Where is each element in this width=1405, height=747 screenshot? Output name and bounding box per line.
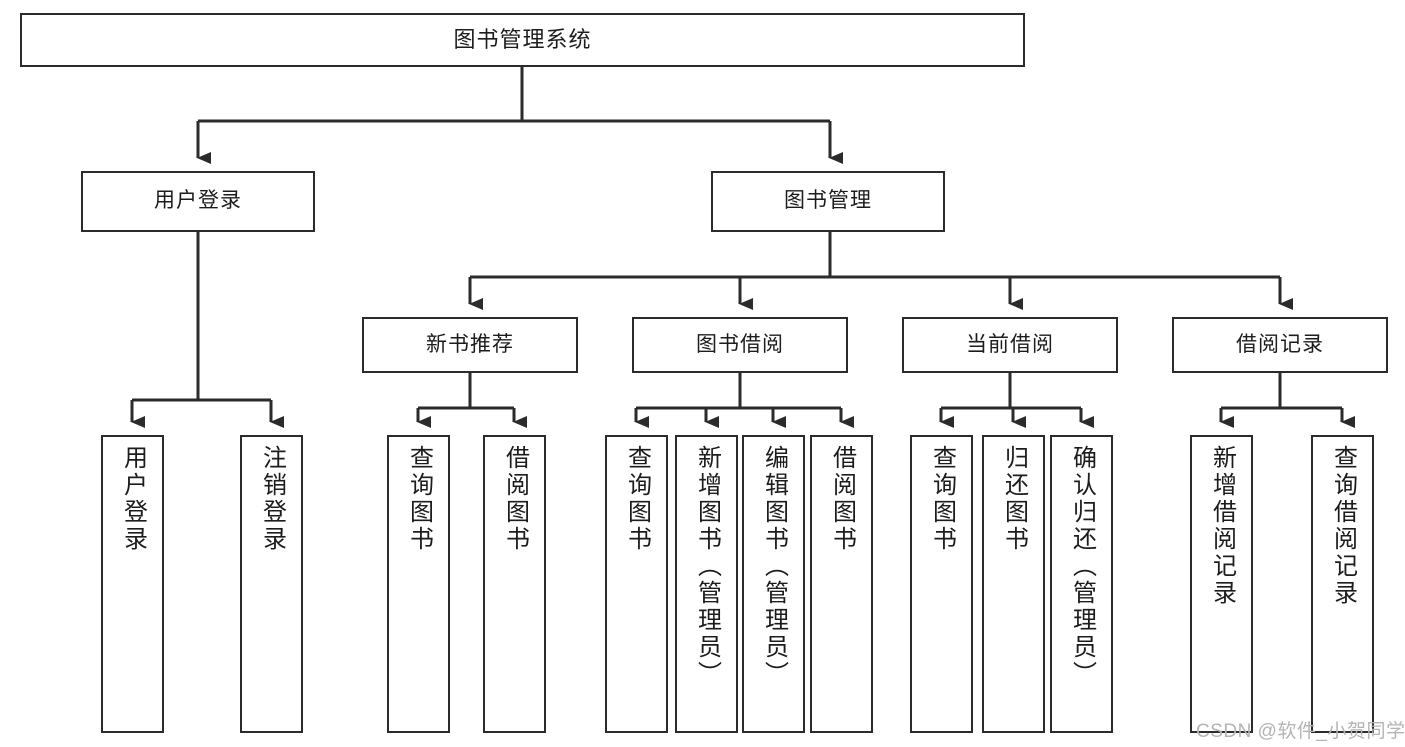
node-label: 归还图书: [1000, 445, 1028, 553]
node-label: 借阅图书: [828, 445, 856, 553]
node-label: 编辑图书（管理员）: [760, 445, 788, 688]
csdn-watermark: CSDN @软件_小贺同学: [1196, 721, 1405, 742]
node-leaf-query-book-2[interactable]: 查询图书: [605, 435, 668, 733]
node-label: 注销登录: [258, 445, 286, 553]
node-label: 查询图书: [405, 445, 433, 553]
node-book-borrow[interactable]: 图书借阅: [632, 317, 848, 373]
node-label: 新书推荐: [426, 332, 514, 356]
node-label: 新增图书（管理员）: [693, 445, 721, 688]
node-label: 图书借阅: [696, 332, 784, 356]
node-label: 借阅记录: [1236, 332, 1324, 356]
node-label: 用户登录: [119, 445, 147, 553]
node-leaf-query-book-3[interactable]: 查询图书: [910, 435, 973, 733]
node-label: 用户登录: [154, 189, 242, 213]
node-label: 查询借阅记录: [1329, 445, 1357, 607]
node-label: 查询图书: [623, 445, 651, 553]
node-leaf-add-book[interactable]: 新增图书（管理员）: [675, 435, 738, 733]
node-root-system[interactable]: 图书管理系统: [20, 13, 1025, 67]
node-leaf-confirm-return[interactable]: 确认归还（管理员）: [1050, 435, 1113, 733]
node-leaf-borrow-book-2[interactable]: 借阅图书: [810, 435, 873, 733]
node-label: 新增借阅记录: [1208, 445, 1236, 607]
node-leaf-add-record[interactable]: 新增借阅记录: [1190, 435, 1253, 733]
node-leaf-query-record[interactable]: 查询借阅记录: [1311, 435, 1374, 733]
node-label: 当前借阅: [966, 332, 1054, 356]
node-new-book-recommend[interactable]: 新书推荐: [362, 317, 578, 373]
node-label: 查询图书: [928, 445, 956, 553]
node-leaf-user-logout[interactable]: 注销登录: [240, 435, 303, 733]
node-leaf-return-book[interactable]: 归还图书: [982, 435, 1045, 733]
node-leaf-user-login[interactable]: 用户登录: [101, 435, 164, 733]
node-label: 确认归还（管理员）: [1068, 445, 1096, 688]
node-label: 借阅图书: [501, 445, 529, 553]
node-leaf-borrow-book-1[interactable]: 借阅图书: [483, 435, 546, 733]
node-leaf-query-book-1[interactable]: 查询图书: [387, 435, 450, 733]
node-borrow-record[interactable]: 借阅记录: [1172, 317, 1388, 373]
node-current-borrow[interactable]: 当前借阅: [902, 317, 1118, 373]
node-label: 图书管理系统: [453, 27, 592, 53]
node-leaf-edit-book[interactable]: 编辑图书（管理员）: [742, 435, 805, 733]
node-user-login[interactable]: 用户登录: [81, 171, 315, 232]
node-label: 图书管理: [784, 189, 872, 213]
node-book-manage[interactable]: 图书管理: [711, 171, 945, 232]
